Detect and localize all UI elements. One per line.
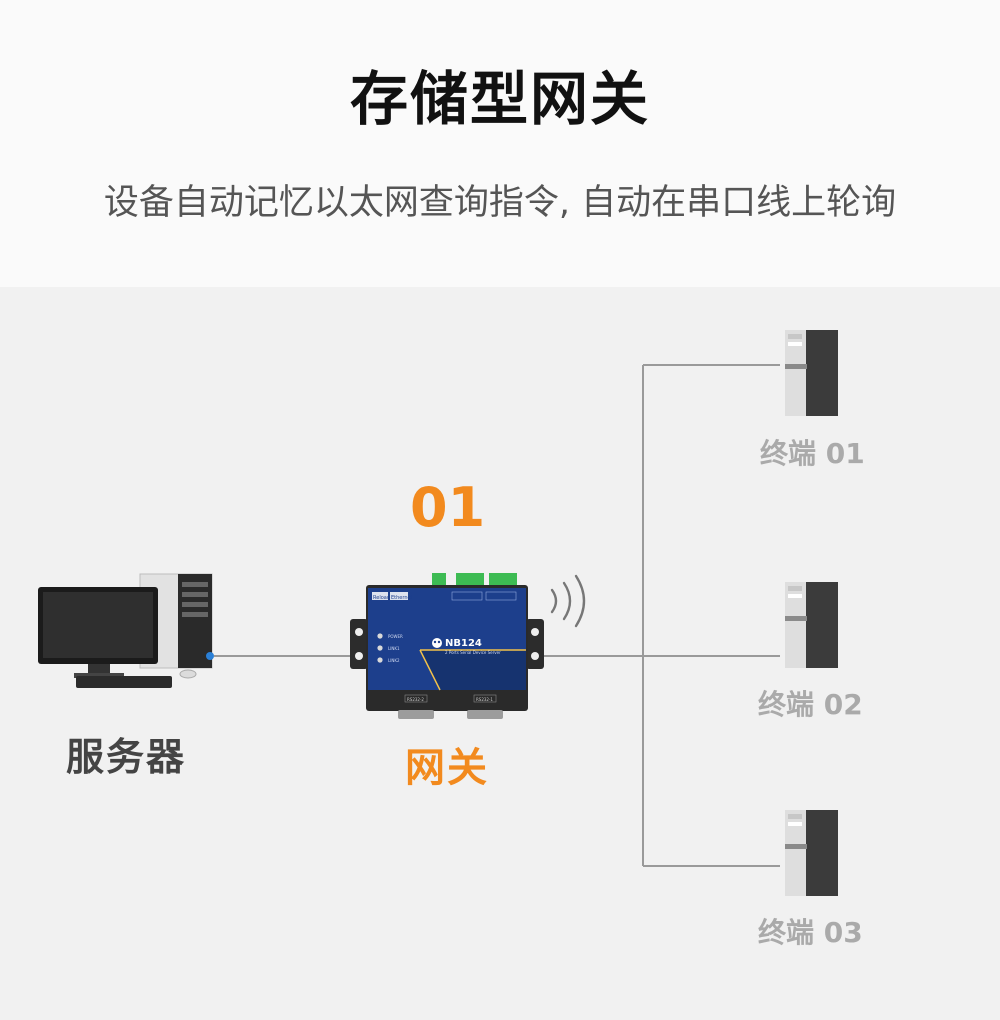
db9-port-1 (467, 710, 503, 719)
rs232-2-label: RS232-2 (407, 697, 424, 702)
port-ethernet-label: Ethernet (391, 595, 413, 601)
gateway-model: NB124 (445, 638, 482, 649)
led-label-link1: LINK1 (388, 646, 400, 651)
db9-port-2 (398, 710, 434, 719)
connection-lines (214, 364, 780, 867)
keyboard (76, 676, 172, 688)
terminal-device-2-icon (785, 582, 838, 668)
step-number: 01 (410, 476, 486, 539)
terminal-block-3 (489, 573, 517, 585)
page-title: 存储型网关 (349, 65, 650, 133)
led-label-power: POWER (388, 634, 403, 639)
server-computer-icon (38, 573, 214, 688)
mount-ear-left (350, 619, 368, 669)
port-reload-label: Reload (373, 595, 390, 601)
terminal-block-1 (432, 573, 446, 585)
terminal-block-2 (456, 573, 484, 585)
indicator-leds: POWER LINK1 LINK2 (377, 633, 403, 663)
wireless-signal-icon (550, 574, 586, 628)
mount-ear-right (526, 619, 544, 669)
terminal-3-label: 终端 03 (758, 916, 863, 949)
terminal-device-3-icon (785, 810, 838, 896)
gateway-device: Reload Ethernet POWER LINK1 LINK2 NB124 … (350, 573, 544, 719)
mouse (179, 669, 197, 679)
page-subtitle: 设备自动记忆以太网查询指令, 自动在串口线上轮询 (103, 183, 897, 223)
brand-logo-icon (432, 638, 442, 648)
rs232-1-label: RS232-1 (476, 697, 493, 702)
server-label: 服务器 (66, 735, 187, 779)
terminal-device-1-icon (785, 330, 838, 416)
led-label-link2: LINK2 (388, 658, 400, 663)
gateway-label: 网关 (405, 745, 489, 791)
terminal-2-label: 终端 02 (758, 688, 863, 721)
gateway-description: 2 Ports Serial Device Server (445, 650, 501, 655)
terminal-1-label: 终端 01 (760, 437, 865, 470)
